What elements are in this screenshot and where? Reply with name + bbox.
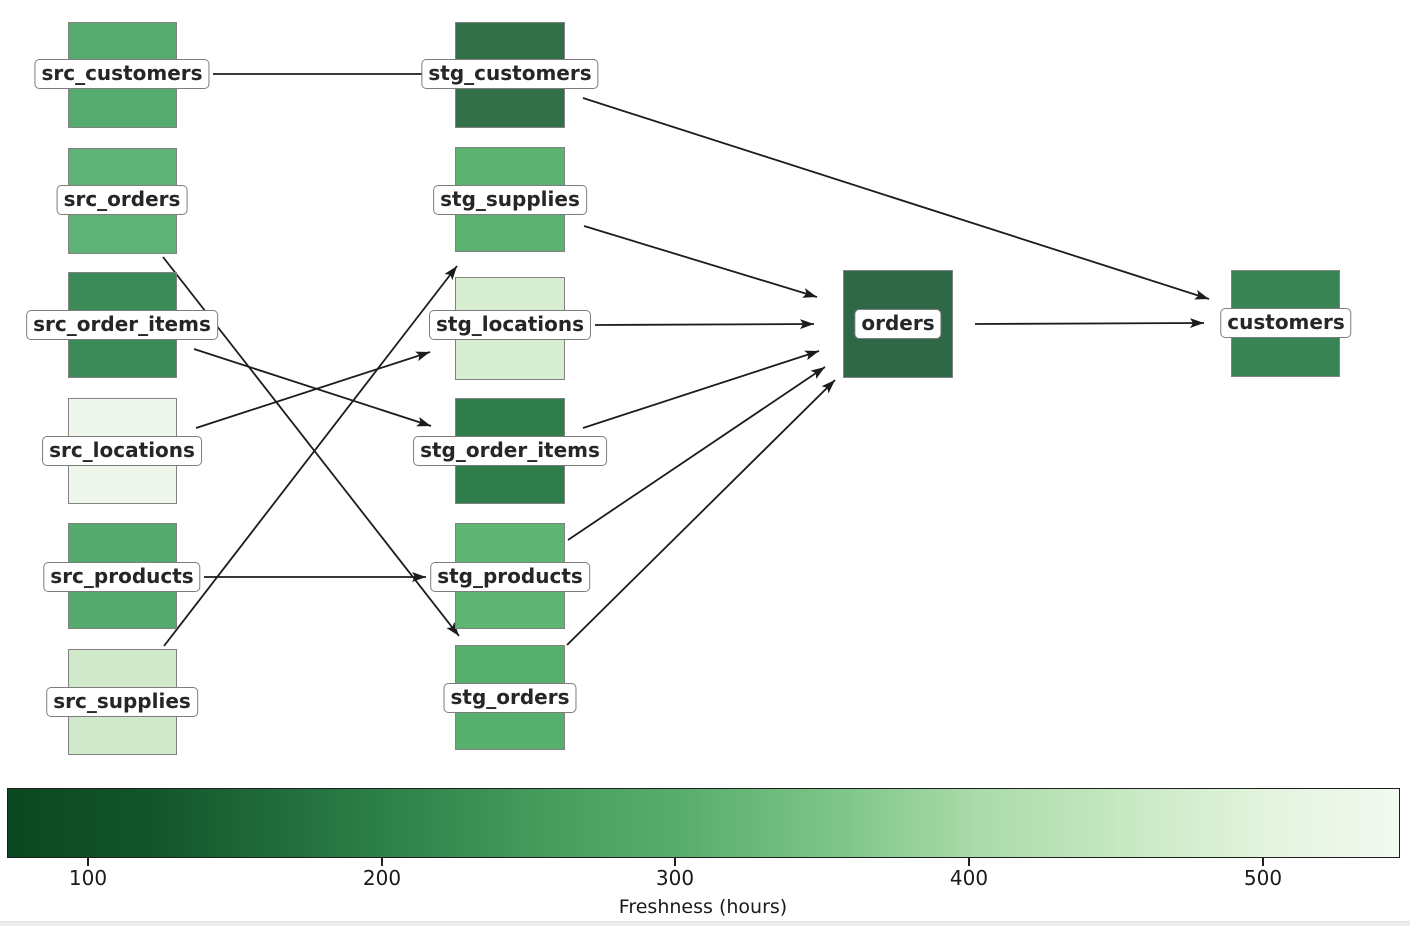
colorbar-tick-500 [1262,858,1264,866]
edge-stg_customers-to-customers [582,97,1210,300]
edge-src_locations-to-stg_locations [195,351,431,429]
colorbar-gradient [7,788,1400,858]
colorbar-tick-label-400: 400 [949,866,989,890]
colorbar-tick-label-200: 200 [362,866,402,890]
node-label-src_customers: src_customers [34,59,210,89]
colorbar-tick-label-300: 300 [655,866,695,890]
node-label-src_products: src_products [43,562,201,592]
edge-src_order_items-to-stg_order_items [193,348,432,427]
edge-stg_supplies-to-orders [583,225,818,298]
node-label-stg_order_items: stg_order_items [413,436,607,466]
colorbar-tick-400 [968,858,970,866]
node-label-stg_supplies: stg_supplies [433,185,587,215]
node-label-src_locations: src_locations [42,436,202,466]
colorbar-tick-200 [381,858,383,866]
node-label-stg_locations: stg_locations [428,310,592,340]
node-label-orders: orders [854,309,942,339]
node-label-src_supplies: src_supplies [46,687,198,717]
colorbar-axis-label: Freshness (hours) [618,896,788,918]
node-label-stg_customers: stg_customers [421,59,599,89]
colorbar-tick-label-500: 500 [1243,866,1283,890]
edge-stg_order_items-to-orders [582,350,820,429]
bottom-edge-strip [0,921,1410,926]
edge-stg_orders-to-orders [566,379,836,646]
edge-orders-to-customers [974,318,1205,329]
node-label-stg_orders: stg_orders [443,683,577,713]
colorbar-tick-300 [674,858,676,866]
node-label-src_orders: src_orders [56,185,188,215]
edge-stg_locations-to-orders [594,319,815,330]
colorbar-tick-label-100: 100 [68,866,108,890]
node-label-customers: customers [1220,308,1352,338]
node-label-src_order_items: src_order_items [26,310,218,340]
node-label-stg_products: stg_products [430,562,590,592]
colorbar-tick-100 [87,858,89,866]
